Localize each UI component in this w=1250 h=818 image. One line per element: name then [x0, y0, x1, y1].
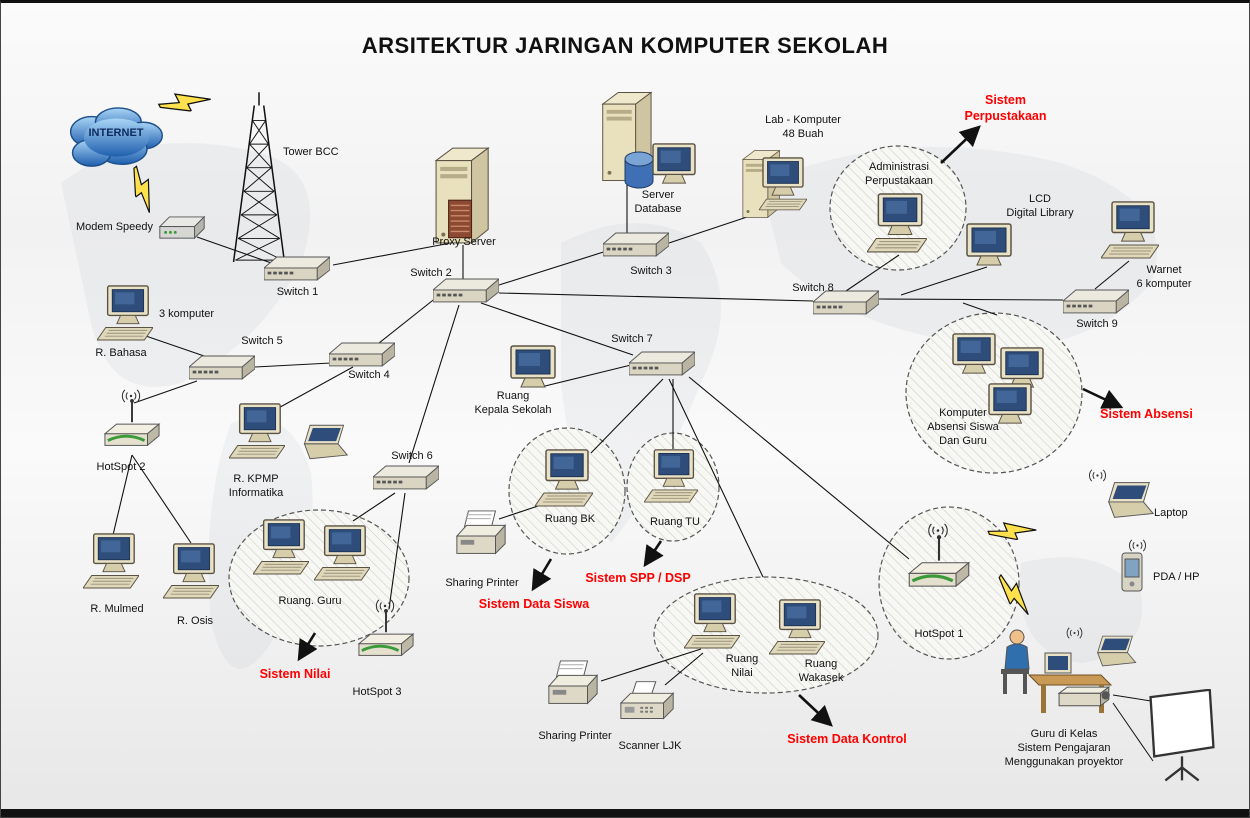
label-sistem-data-kontrol: Sistem Data Kontrol: [787, 732, 907, 746]
projection-screen-icon: [1149, 689, 1215, 782]
label-guru-di-kelas: Guru di Kelas Sistem Pengajaran Mengguna…: [1004, 728, 1124, 768]
label-switch-6: Switch 6: [391, 450, 433, 462]
system-arrows: [297, 125, 1124, 727]
label-switch-8: Switch 8: [792, 282, 834, 294]
label-switch-9: Switch 9: [1076, 318, 1118, 330]
switch-2-icon: [433, 278, 499, 303]
scanner-ljk-icon: [620, 681, 674, 719]
label-sistem-nilai: Sistem Nilai: [259, 667, 331, 681]
database-cylinder-icon: [624, 151, 654, 189]
proxy-server-icon: [436, 148, 488, 243]
label-r-kpmp: R. KPMP Informatika: [228, 473, 284, 499]
label-warnet: Warnet 6 komputer: [1136, 264, 1192, 290]
pda-wifi-icon: [1128, 539, 1147, 552]
label-switch-7: Switch 7: [611, 333, 653, 345]
kpmp-laptop-icon: [303, 424, 348, 460]
diagram-canvas: [61, 79, 1215, 782]
label-r-osis: R. Osis: [176, 615, 214, 627]
label-tiga-komputer: 3 komputer: [159, 308, 215, 320]
lightning-cloud-tower-icon: [157, 79, 213, 124]
label-sharing-printer-1: Sharing Printer: [445, 577, 519, 589]
database-monitor-icon: [652, 143, 696, 184]
kepala-sekolah-monitor-icon: [510, 345, 556, 388]
sharing-printer-1-icon: [456, 510, 506, 554]
label-modem-speedy: Modem Speedy: [75, 221, 154, 233]
label-switch-1: Switch 1: [276, 286, 319, 298]
label-adm-perpustakaan: Administrasi Perpustakaan: [865, 161, 933, 187]
label-ruang-nilai: Ruang Nilai: [725, 653, 759, 679]
projector-icon: [1058, 686, 1111, 707]
pda-hp-icon: [1121, 552, 1143, 592]
label-proxy-server: Proxy Server: [432, 236, 496, 248]
label-ruang-kepala-sekolah: Ruang Kepala Sekolah: [474, 390, 552, 416]
switch-6-icon: [373, 465, 439, 490]
switch-9-icon: [1063, 289, 1129, 314]
label-server-database: Server Database: [634, 189, 682, 215]
teacher-laptop-icon: [1097, 635, 1137, 667]
label-scanner-ljk: Scanner LJK: [618, 740, 682, 752]
label-ruang-wakasek: Ruang Wakasek: [798, 658, 844, 684]
switch-1-icon: [264, 256, 330, 281]
switch-3-icon: [603, 232, 669, 257]
label-hotspot-1: HotSpot 1: [914, 628, 964, 640]
label-ruang-tu: Ruang TU: [650, 516, 700, 528]
hotspot-2-router-icon: [103, 397, 161, 447]
label-sistem-absensi: Sistem Absensi: [1100, 407, 1193, 421]
label-sistem-perpustakaan: Sistem Perpustakaan: [964, 93, 1047, 123]
label-switch-3: Switch 3: [630, 265, 672, 277]
label-ruang-guru: Ruang. Guru: [278, 595, 342, 607]
modem-icon: [159, 216, 205, 239]
switch-7-icon: [629, 351, 695, 376]
label-internet: INTERNET: [88, 127, 144, 139]
label-lab-komputer: Lab - Komputer 48 Buah: [765, 114, 841, 140]
label-laptop: Laptop: [1154, 507, 1188, 519]
sharing-printer-2-icon: [548, 660, 598, 704]
laptop-icon: [1108, 482, 1154, 518]
switch-5-icon: [189, 355, 255, 380]
label-lcd-digital-library: LCD Digital Library: [1006, 193, 1074, 219]
bottom-border-bar: [1, 809, 1249, 817]
label-sistem-data-siswa: Sistem Data Siswa: [478, 597, 590, 611]
label-komputer-absensi: Komputer Absensi Siswa Dan Guru: [927, 407, 999, 447]
r-osis-pc-icon: [163, 544, 219, 598]
r-mulmed-pc-icon: [83, 534, 139, 588]
label-r-bahasa: R. Bahasa: [95, 347, 147, 359]
laptop-wifi-icon: [1088, 469, 1107, 482]
switch-4-icon: [329, 342, 395, 367]
label-hotspot-2: HotSpot 2: [96, 461, 146, 473]
diagram-title: ARSITEKTUR JARINGAN KOMPUTER SEKOLAH: [361, 33, 889, 58]
lab-keyboard-icon: [759, 198, 807, 211]
label-sistem-spp-dsp: Sistem SPP / DSP: [585, 571, 691, 585]
label-sharing-printer-2: Sharing Printer: [538, 730, 612, 742]
label-tower-bcc: Tower BCC: [283, 146, 339, 158]
label-ruang-bk: Ruang BK: [544, 513, 596, 525]
label-switch-2: Switch 2: [410, 267, 452, 279]
label-r-mulmed: R. Mulmed: [90, 603, 144, 615]
projector-beams: [1112, 694, 1154, 762]
label-switch-4: Switch 4: [348, 369, 390, 381]
label-hotspot-3: HotSpot 3: [352, 686, 402, 698]
label-pda-hp: PDA / HP: [1153, 571, 1200, 583]
label-switch-5: Switch 5: [241, 335, 283, 347]
zone-ruang-bk: [508, 427, 626, 555]
